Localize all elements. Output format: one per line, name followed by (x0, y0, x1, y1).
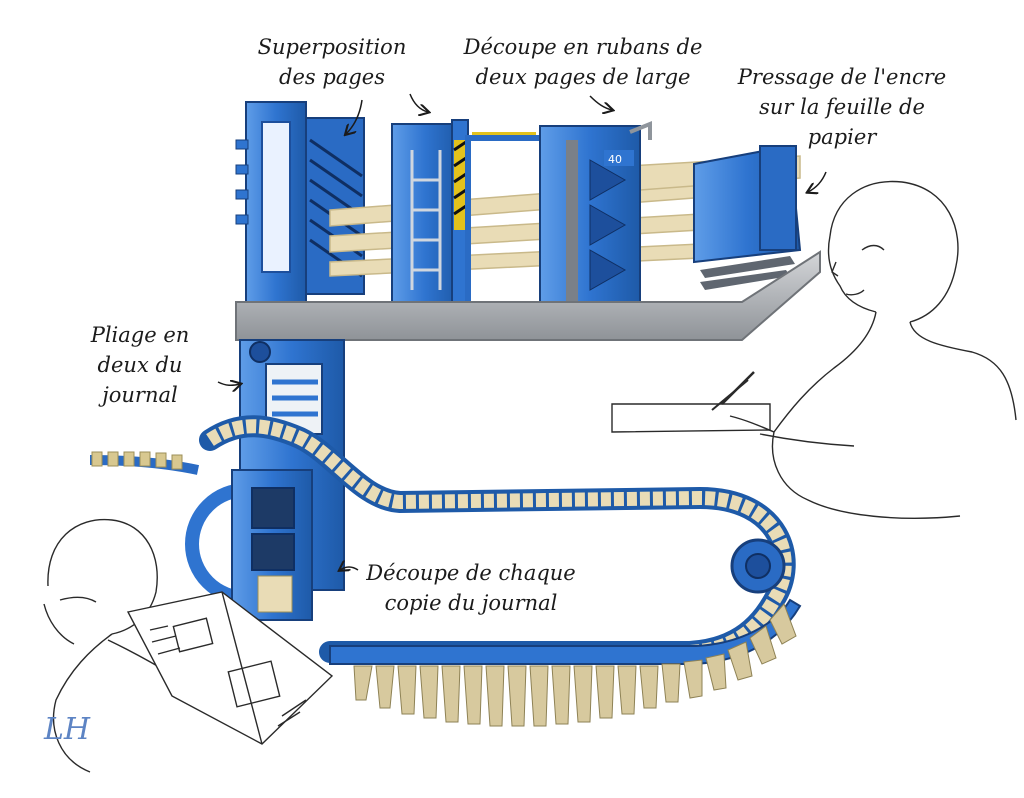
newspaper-icon (126, 591, 334, 745)
arrow-decoupe-rubans-2 (589, 95, 612, 110)
press-unit: 40 (539, 121, 652, 309)
label-superposition: Superposition des pages (257, 35, 407, 89)
end-roller (730, 538, 786, 594)
stacking-unit (235, 101, 365, 303)
incoming-copies (91, 451, 183, 470)
cutting-unit (391, 119, 545, 309)
arrow-pressage (808, 171, 827, 192)
arrow-decoupe-copie (340, 567, 359, 570)
label-pressage: Pressage de l'encre sur la feuille de pa… (737, 65, 947, 149)
ink-unit (693, 144, 802, 290)
arrow-decoupe-rubans (409, 93, 428, 112)
label-pliage: Pliage en deux du journal (90, 323, 190, 407)
support-beam (235, 250, 821, 341)
annotation-arrows (217, 93, 827, 570)
arrow-pliage (217, 382, 240, 385)
conveyor-belt (89, 415, 796, 663)
artist-signature: LH (44, 712, 91, 747)
woman-sketch (611, 180, 1017, 519)
hanging-copies (353, 603, 797, 727)
drive-wheel (185, 469, 313, 621)
label-decoupe-copie: Découpe de chaque copie du journal (366, 561, 576, 615)
arrow-superposition (346, 99, 363, 134)
pen-icon (721, 371, 755, 405)
man-reading-sketch (43, 518, 334, 773)
label-decoupe-rubans: Découpe en rubans de deux pages de large (463, 35, 703, 89)
panel-number: 40 (608, 153, 622, 166)
